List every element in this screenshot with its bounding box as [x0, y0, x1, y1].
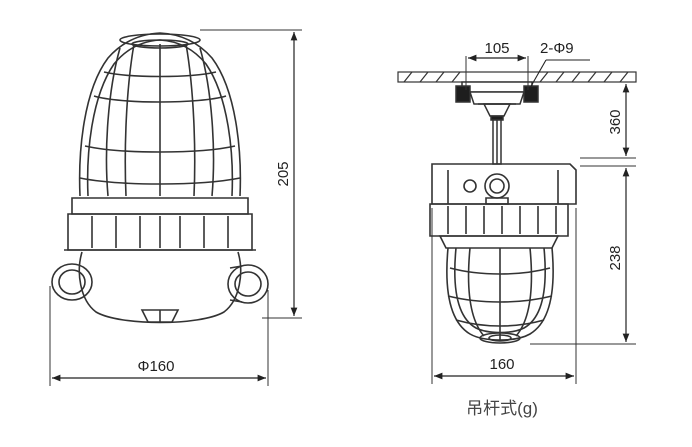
pendant-lamp [429, 163, 577, 344]
pendant-mount [455, 81, 539, 165]
mount-spacing-dimension: 105 [465, 40, 529, 90]
body-height-dimension: 238 [530, 165, 636, 345]
left-lamp [51, 32, 269, 324]
rod-length-label: 360 [607, 109, 624, 134]
left-lamp-cage [78, 32, 242, 197]
left-lamp-collar [64, 197, 256, 251]
left-lamp-base [51, 251, 269, 324]
left-diameter-dimension: Φ160 [49, 286, 269, 386]
ceiling-slab [397, 71, 637, 83]
mount-holes-callout: 2-Φ9 [529, 40, 590, 89]
pendant-lamp-collar [429, 203, 569, 249]
left-height-dimension: 205 [200, 29, 302, 319]
pendant-lamp-cage [446, 247, 554, 344]
mount-spacing-label: 105 [484, 40, 509, 57]
left-diameter-label: Φ160 [138, 358, 175, 375]
body-width-dimension: 160 [431, 208, 577, 384]
body-width-label: 160 [489, 356, 514, 373]
body-height-label: 238 [607, 245, 624, 270]
pendant-lamp-housing [431, 163, 577, 205]
left-height-label: 205 [275, 161, 292, 186]
pendant-caption: 吊杆式(g) [466, 399, 538, 418]
mount-holes-label: 2-Φ9 [540, 40, 574, 57]
rod-length-dimension: 360 [540, 81, 636, 159]
